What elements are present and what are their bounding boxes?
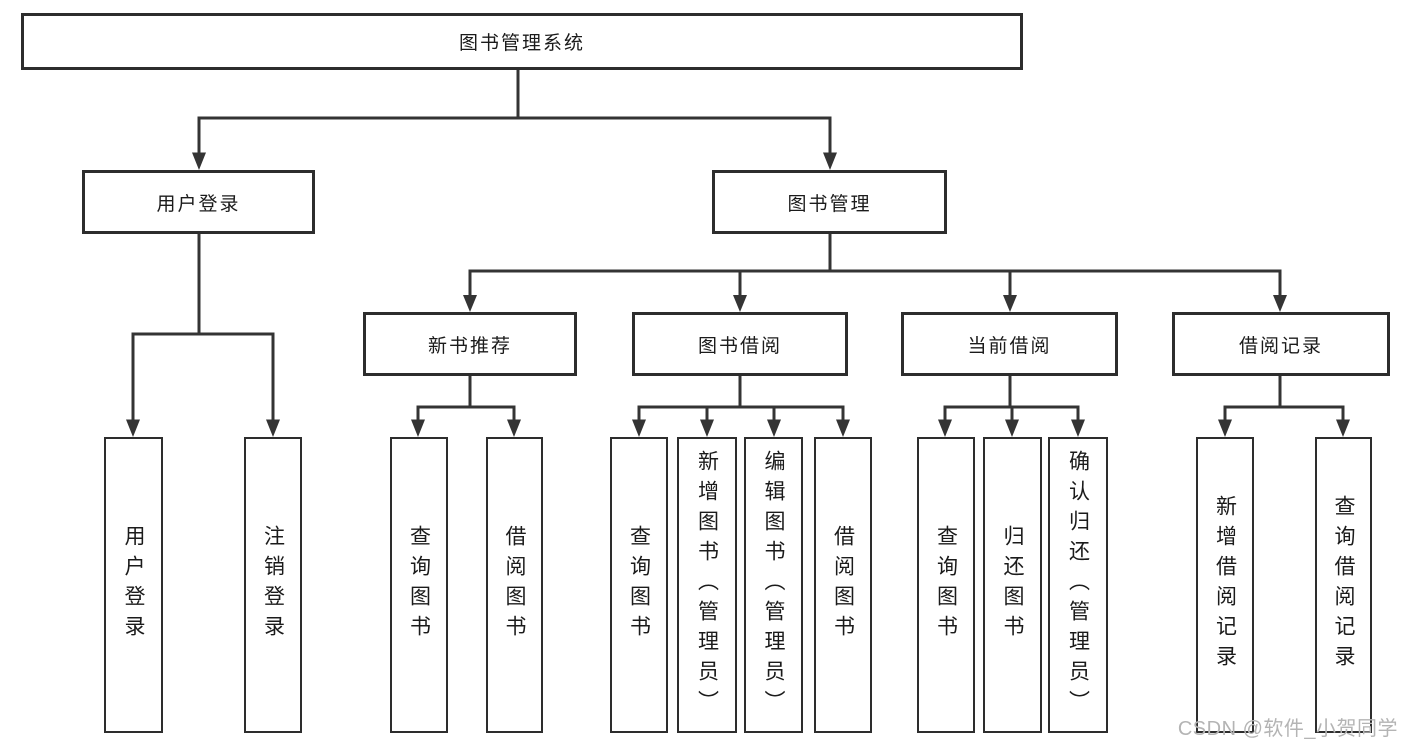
leaf-query-books: 查询图书 bbox=[917, 437, 975, 733]
leaf-query-books-label: 查询图书 bbox=[627, 525, 651, 645]
arrowhead-icon bbox=[836, 419, 850, 437]
leaf-query-books-label: 查询图书 bbox=[407, 525, 431, 645]
connector-book-management-sections bbox=[463, 232, 1287, 312]
node-book-management: 图书管理 bbox=[712, 170, 947, 234]
arrowhead-icon bbox=[463, 295, 477, 312]
arrowhead-icon bbox=[1071, 419, 1085, 437]
leaf-borrow-books: 借阅图书 bbox=[486, 437, 543, 733]
leaf-confirm-return-admin-label: 确认归还（管理员） bbox=[1066, 450, 1090, 720]
arrowhead-icon bbox=[632, 419, 646, 437]
arrowhead-icon bbox=[411, 419, 425, 437]
node-current-borrowing: 当前借阅 bbox=[901, 312, 1118, 376]
node-current-borrowing-label: 当前借阅 bbox=[967, 335, 1052, 357]
leaf-return-books-label: 归还图书 bbox=[1001, 525, 1024, 645]
node-new-book-recommend: 新书推荐 bbox=[363, 312, 577, 376]
node-user-login-label: 用户登录 bbox=[156, 193, 241, 215]
leaf-add-borrow-record: 新增借阅记录 bbox=[1196, 437, 1254, 733]
node-library-system: 图书管理系统 bbox=[21, 13, 1023, 70]
arrowhead-icon bbox=[1003, 295, 1017, 312]
leaf-borrow-books: 借阅图书 bbox=[814, 437, 872, 733]
leaf-add-books-admin-label: 新增图书（管理员） bbox=[695, 450, 719, 720]
leaf-query-books: 查询图书 bbox=[610, 437, 668, 733]
leaf-edit-books-admin-label: 编辑图书（管理员） bbox=[762, 450, 785, 720]
leaf-logout-label: 注销登录 bbox=[261, 525, 285, 645]
arrowhead-icon bbox=[507, 419, 521, 437]
arrowhead-icon bbox=[938, 419, 952, 437]
connector-new-book-recommend-children bbox=[411, 374, 521, 437]
node-library-system-label: 图书管理系统 bbox=[458, 33, 585, 54]
leaf-logout: 注销登录 bbox=[244, 437, 302, 733]
leaf-user-login: 用户登录 bbox=[104, 437, 163, 733]
arrowhead-icon bbox=[1218, 419, 1232, 437]
leaf-borrow-books-label: 借阅图书 bbox=[831, 525, 855, 645]
connector-book-borrowing-children bbox=[632, 374, 850, 437]
arrowhead-icon bbox=[266, 419, 280, 437]
leaf-query-books: 查询图书 bbox=[390, 437, 448, 733]
node-borrowing-records: 借阅记录 bbox=[1172, 312, 1390, 376]
node-borrowing-records-label: 借阅记录 bbox=[1238, 335, 1323, 357]
connector-root-to-level2 bbox=[192, 67, 837, 170]
arrowhead-icon bbox=[823, 152, 837, 170]
arrowhead-icon bbox=[733, 295, 747, 312]
leaf-edit-books-admin: 编辑图书（管理员） bbox=[744, 437, 803, 733]
arrowhead-icon bbox=[700, 419, 714, 437]
connector-user-login-children bbox=[126, 232, 280, 437]
leaf-query-books-label: 查询图书 bbox=[934, 525, 958, 645]
leaf-query-borrow-record-label: 查询借阅记录 bbox=[1332, 495, 1355, 675]
arrowhead-icon bbox=[767, 419, 781, 437]
node-user-login: 用户登录 bbox=[82, 170, 315, 234]
node-new-book-recommend-label: 新书推荐 bbox=[427, 335, 512, 357]
leaf-return-books: 归还图书 bbox=[983, 437, 1042, 733]
node-book-borrowing: 图书借阅 bbox=[632, 312, 848, 376]
leaf-add-books-admin: 新增图书（管理员） bbox=[677, 437, 737, 733]
arrowhead-icon bbox=[192, 152, 206, 170]
leaf-add-borrow-record-label: 新增借阅记录 bbox=[1213, 495, 1237, 675]
arrowhead-icon bbox=[1005, 419, 1019, 437]
node-book-management-label: 图书管理 bbox=[787, 193, 872, 215]
connector-borrowing-records-children bbox=[1218, 374, 1350, 437]
leaf-confirm-return-admin: 确认归还（管理员） bbox=[1048, 437, 1108, 733]
arrowhead-icon bbox=[126, 419, 140, 437]
connector-current-borrowing-children bbox=[938, 374, 1085, 437]
node-book-borrowing-label: 图书借阅 bbox=[697, 335, 782, 357]
arrowhead-icon bbox=[1273, 295, 1287, 312]
leaf-borrow-books-label: 借阅图书 bbox=[503, 525, 526, 645]
leaf-query-borrow-record: 查询借阅记录 bbox=[1315, 437, 1372, 733]
arrowhead-icon bbox=[1336, 419, 1350, 437]
leaf-user-login-label: 用户登录 bbox=[122, 525, 145, 645]
